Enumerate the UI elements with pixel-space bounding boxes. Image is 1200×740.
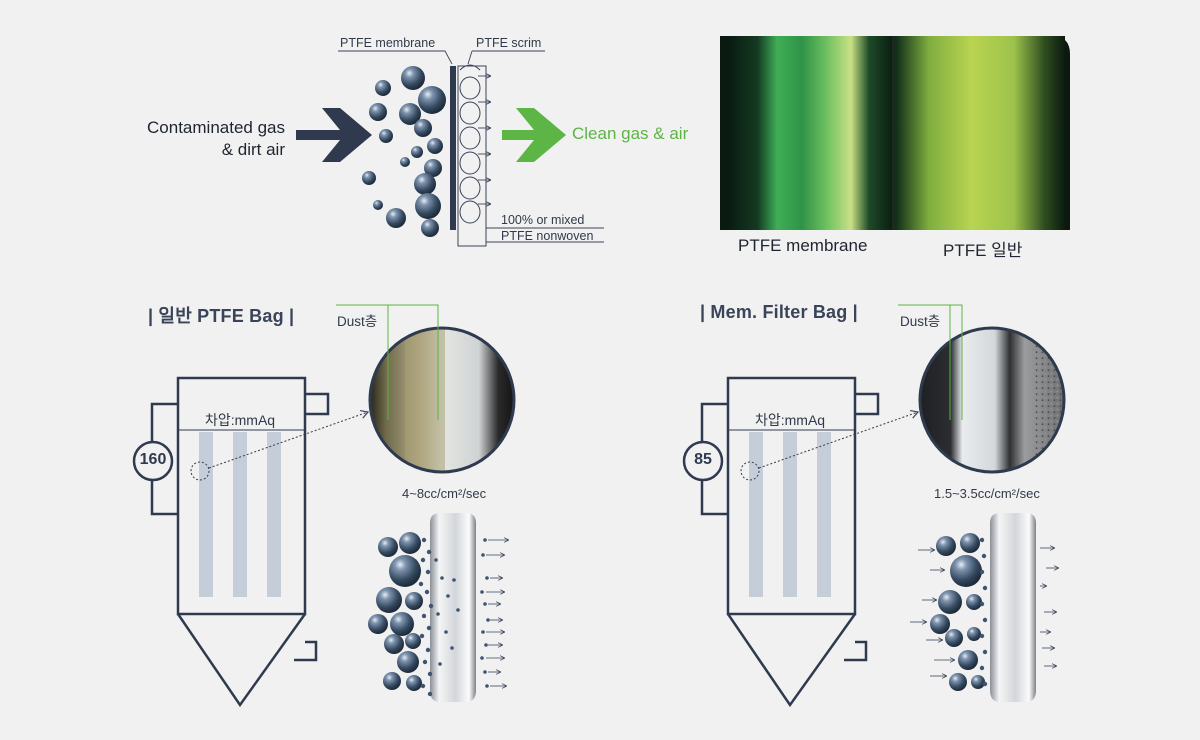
nonwoven-label: 100% or mixed PTFE nonwoven [501,212,593,244]
left-dust-leader [336,304,439,420]
left-pressure-gauge [132,440,174,482]
nonwoven-line-2: PTFE nonwoven [501,229,594,243]
right-zoom-origin [740,461,760,481]
clean-gas-label: Clean gas & air [572,124,689,143]
contaminated-line-2: & dirt air [221,140,285,159]
left-filter-bags [199,432,281,597]
nonwoven-line-1: 100% or mixed [501,213,585,227]
left-pressure-label: 차압:mmAq [205,412,276,428]
airflow-arrows [478,76,490,204]
contaminated-line-1: Contaminated gas [147,118,285,137]
left-baghouse [150,376,330,708]
left-magnified-view [368,326,516,474]
right-pressure-label: 차압:mmAq [755,412,826,428]
scrim-label: PTFE scrim [476,36,542,50]
left-dust-label: Dust층 [337,314,378,329]
filter-photo [720,36,1070,230]
right-pressure-gauge [682,440,724,482]
right-dust-leader [898,304,963,420]
left-pressure-value: 160 [139,451,167,468]
right-filter-bags [749,432,831,597]
right-dust-label: Dust층 [900,314,941,329]
left-zoom-pointer [208,409,370,469]
right-pressure-value: 85 [694,451,712,468]
photo-caption-membrane: PTFE membrane [738,236,868,255]
membrane-layer [450,66,456,230]
right-flow-rate: 1.5~3.5cc/cm²/sec [934,486,1040,501]
contaminant-particles [362,66,446,237]
contaminated-gas-label: Contaminated gas & dirt air [135,117,285,161]
scrim-layer [457,64,487,247]
right-panel-title: | Mem. Filter Bag | [700,302,858,322]
left-panel-title: | 일반 PTFE Bag | [148,306,295,326]
membrane-label: PTFE membrane [340,36,436,50]
top-leader-lines [338,50,604,243]
left-flow-rate: 4~8cc/cm²/sec [402,486,487,501]
right-magnified-view [918,326,1066,474]
right-zoom-pointer [758,409,920,469]
outflow-arrow-icon [502,108,566,162]
inflow-arrow-icon [296,108,372,162]
left-dust-cake-illustration [368,513,508,702]
photo-caption-general: PTFE 일반 [943,241,1023,260]
left-zoom-origin [190,461,210,481]
right-dust-cake-illustration [910,513,1058,702]
